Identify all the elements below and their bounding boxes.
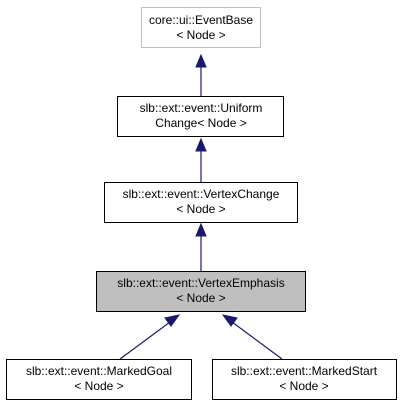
edge-uniform-to-eventbase <box>195 53 207 96</box>
node-marked-start-line2: < Node > <box>279 379 328 393</box>
node-uniform-change[interactable]: slb::ext::event::Uniform Change< Node > <box>117 96 284 137</box>
node-uniform-change-line2: Change< Node > <box>155 116 246 130</box>
edge-markedgoal-to-vertexemphasis <box>119 314 181 360</box>
edge-markedstart-to-vertexemphasis <box>221 314 283 360</box>
node-vertex-emphasis[interactable]: slb::ext::event::VertexEmphasis < Node > <box>96 271 306 312</box>
node-uniform-change-line1: slb::ext::event::Uniform <box>140 101 263 115</box>
node-marked-start[interactable]: slb::ext::event::MarkedStart < Node > <box>212 359 397 400</box>
node-event-base-line2: < Node > <box>176 28 225 42</box>
node-vertex-change-line2: < Node > <box>176 202 225 216</box>
node-event-base-line1: core::ui::EventBase <box>149 13 253 27</box>
edge-vertexemphasis-to-vertexchange <box>195 222 207 271</box>
node-vertex-emphasis-line1: slb::ext::event::VertexEmphasis <box>117 276 284 290</box>
node-marked-goal-line1: slb::ext::event::MarkedGoal <box>26 364 172 378</box>
node-marked-start-line1: slb::ext::event::MarkedStart <box>231 364 378 378</box>
node-vertex-change[interactable]: slb::ext::event::VertexChange < Node > <box>104 182 298 223</box>
node-marked-goal-line2: < Node > <box>74 379 123 393</box>
edge-vertexchange-to-uniform <box>195 137 207 182</box>
node-marked-goal[interactable]: slb::ext::event::MarkedGoal < Node > <box>6 359 192 400</box>
node-vertex-emphasis-line2: < Node > <box>176 291 225 305</box>
node-event-base[interactable]: core::ui::EventBase < Node > <box>141 7 261 48</box>
node-vertex-change-line1: slb::ext::event::VertexChange <box>123 187 280 201</box>
